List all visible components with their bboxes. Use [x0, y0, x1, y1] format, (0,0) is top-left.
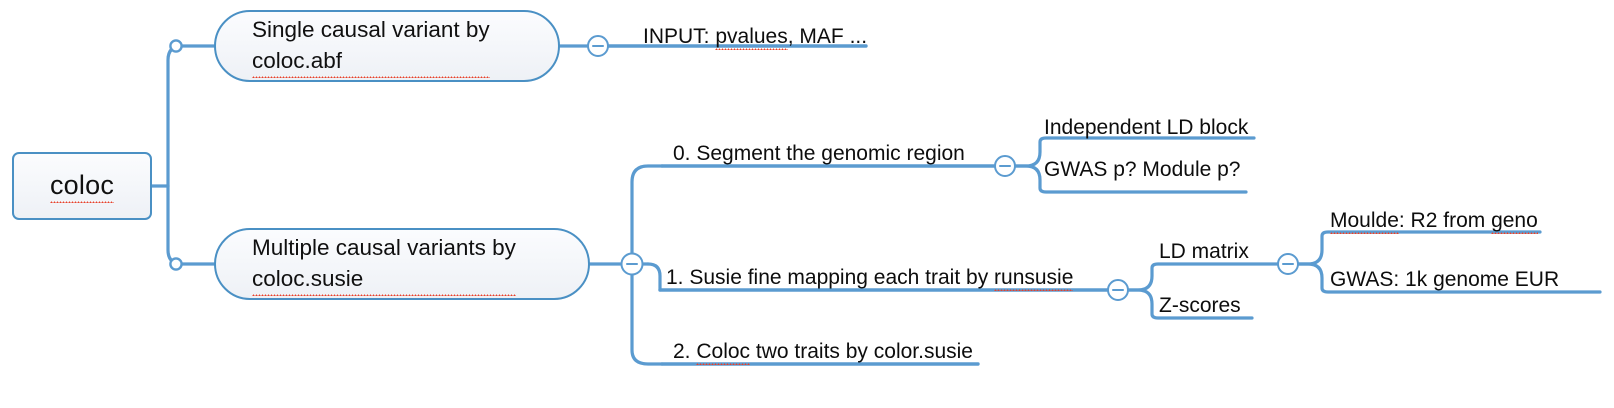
wire-z-scores: [1125, 288, 1254, 320]
leaf-text-step2-suffix: two traits by color.susie: [750, 340, 973, 363]
leaf-label-gwas-p-module-p[interactable]: GWAS p? Module p?: [1044, 158, 1241, 181]
branch-node-multiple-causal[interactable]: Multiple causal variants by coloc.susie: [214, 228, 590, 300]
root-node-label: coloc: [49, 169, 115, 203]
wire-step0-lead: [630, 164, 664, 257]
wire-step1-drop: [646, 262, 662, 292]
joint-dot-branch1[interactable]: [169, 39, 183, 53]
branch-node-multiple-causal-line1: Multiple causal variants by: [252, 235, 516, 260]
wire-gwas-module-p: [1012, 164, 1248, 194]
leaf-text-moulde-mid: : R2 from: [1398, 209, 1492, 232]
collapse-toggle-step-1[interactable]: [1107, 279, 1129, 301]
branch-node-single-causal-line2: coloc.abf: [252, 45, 490, 78]
branch-node-multiple-causal-line2: coloc.susie: [252, 263, 516, 296]
root-node[interactable]: coloc: [12, 152, 152, 220]
wire-step2-lead: [630, 271, 664, 366]
leaf-label-moulde-r2-from-geno[interactable]: Moulde: R2 from geno: [1330, 209, 1538, 234]
wire-ld-matrix: [1125, 262, 1280, 292]
leaf-text-step2-prefix: 2.: [673, 340, 697, 363]
leaf-label-gwas-1k-genome-eur[interactable]: GWAS: 1k genome EUR: [1330, 268, 1560, 291]
wire-trunk-down: [166, 184, 216, 266]
leaf-label-step-0[interactable]: 0. Segment the genomic region: [673, 142, 965, 165]
leaf-text-step1-spell: runsusie: [994, 266, 1074, 291]
branch-node-single-causal[interactable]: Single causal variant by coloc.abf: [214, 10, 560, 82]
branch-node-single-causal-line1: Single causal variant by: [252, 17, 490, 42]
leaf-text-step1-prefix: 1. Susie fine mapping each trait by: [666, 266, 995, 289]
leaf-text-input-spell: pvalues: [715, 25, 788, 50]
leaf-label-z-scores[interactable]: Z-scores: [1159, 294, 1241, 317]
branch-joint-dots: [169, 39, 183, 271]
leaf-text-moulde-spell: Moulde: [1330, 209, 1399, 234]
leaf-label-ld-matrix[interactable]: LD matrix: [1159, 240, 1249, 263]
leaf-label-independent-ld-block[interactable]: Independent LD block: [1044, 116, 1249, 139]
collapse-toggles: [587, 35, 1299, 301]
collapse-toggle-single-causal[interactable]: [587, 35, 609, 57]
joint-dot-branch2[interactable]: [169, 257, 183, 271]
collapse-toggle-ld-matrix[interactable]: [1277, 253, 1299, 275]
wire-trunk-up: [166, 44, 216, 188]
collapse-toggle-step-0[interactable]: [994, 155, 1016, 177]
leaf-label-step-1[interactable]: 1. Susie fine mapping each trait by runs…: [666, 266, 1074, 291]
leaf-text-input-prefix: INPUT:: [643, 25, 716, 48]
leaf-label-input-pvalues[interactable]: INPUT: pvalues, MAF ...: [643, 25, 868, 50]
leaf-text-input-suffix: , MAF ...: [787, 25, 868, 48]
wire-moulde-r2: [1295, 230, 1542, 266]
leaf-label-step-2[interactable]: 2. Coloc two traits by color.susie: [673, 340, 973, 365]
leaf-text-step2-spell: Coloc: [696, 340, 751, 365]
wire-gwas-1k: [1295, 262, 1602, 294]
collapse-toggle-multiple-causal[interactable]: [620, 252, 644, 276]
leaf-text-geno-spell: geno: [1491, 209, 1538, 234]
